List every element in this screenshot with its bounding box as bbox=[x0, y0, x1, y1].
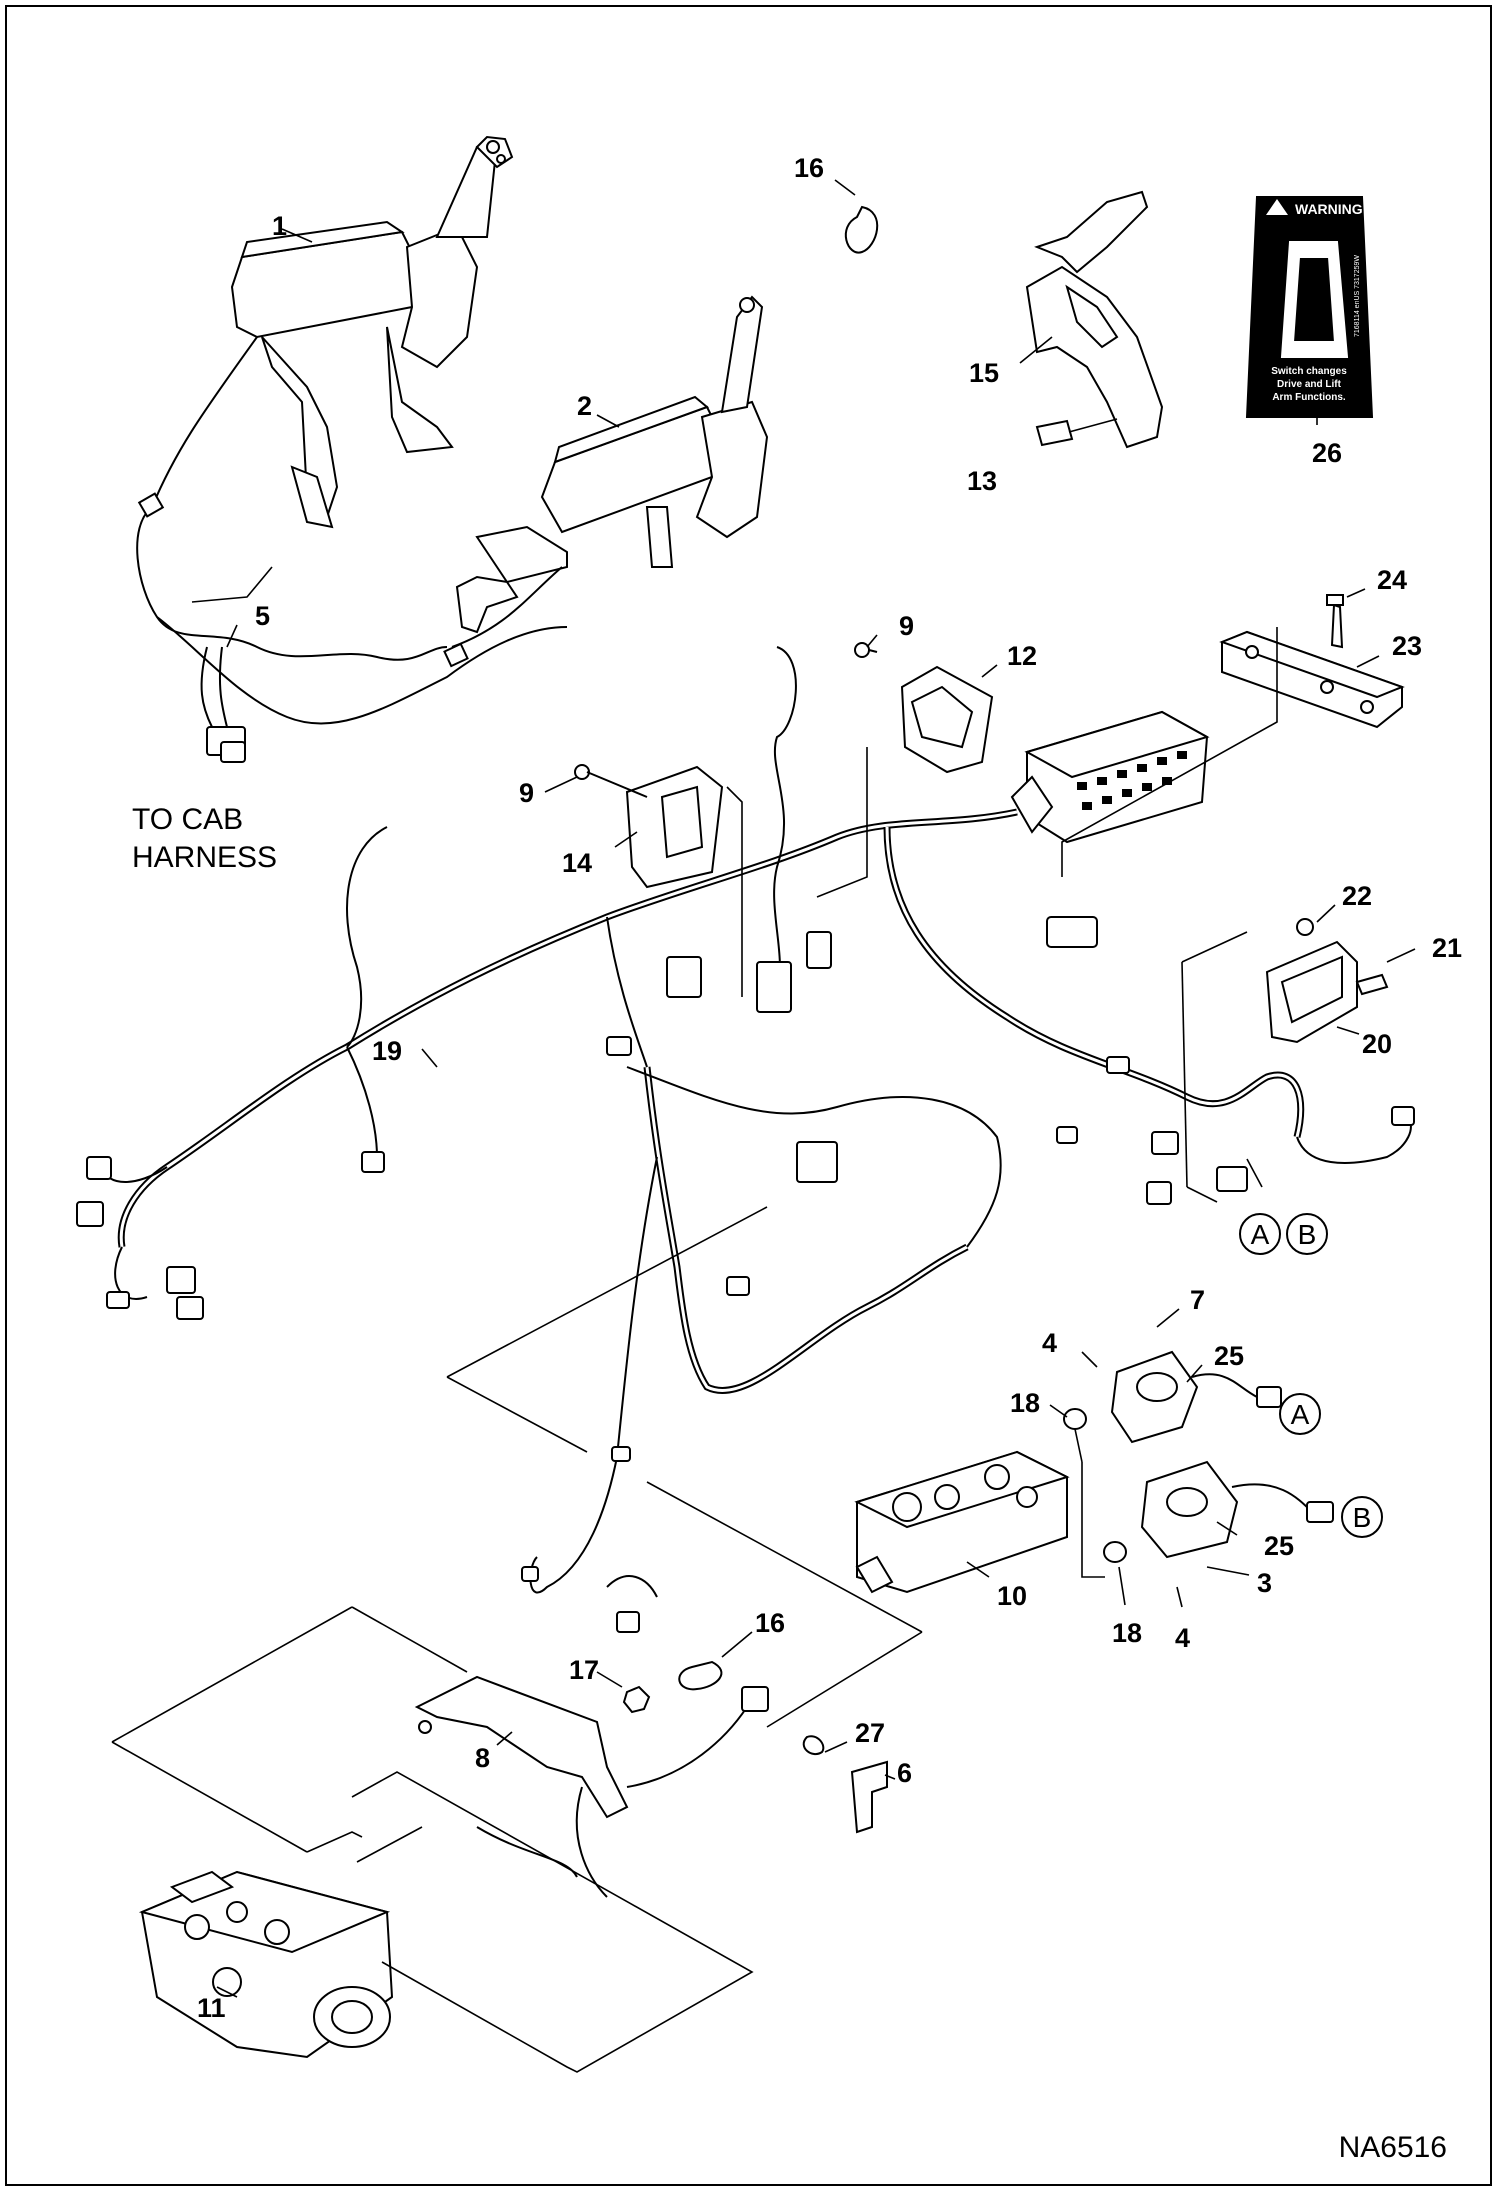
callout-9-upper: 9 bbox=[899, 611, 914, 641]
rocker-switch bbox=[1035, 418, 1118, 447]
decal-side-text: 7168114 enUS 7317259W bbox=[1354, 255, 1361, 337]
solenoid-coil-upper bbox=[1110, 1350, 1282, 1444]
fuse-cover bbox=[1219, 594, 1405, 729]
callout-20: 20 bbox=[1362, 1029, 1392, 1059]
control-module-12 bbox=[854, 642, 994, 774]
callout-1: 1 bbox=[272, 211, 287, 241]
callout-2: 2 bbox=[577, 391, 592, 421]
ref-a-upper: A bbox=[1251, 1219, 1270, 1250]
ref-b-lower: B bbox=[1353, 1502, 1372, 1533]
ref-a-lower: A bbox=[1291, 1399, 1310, 1430]
note-to-cab-line-2: HARNESS bbox=[132, 841, 277, 874]
callout-7: 7 bbox=[1190, 1285, 1205, 1315]
tie-strap-top bbox=[844, 205, 879, 254]
callout-leaders bbox=[191, 179, 1416, 1998]
callout-18-upper: 18 bbox=[1010, 1388, 1040, 1418]
callout-24: 24 bbox=[1377, 565, 1407, 595]
group-outlines bbox=[111, 627, 1278, 2073]
control-module-14 bbox=[574, 764, 724, 889]
callout-6: 6 bbox=[897, 1758, 912, 1788]
callout-13: 13 bbox=[967, 466, 997, 496]
callout-16-bottom: 16 bbox=[755, 1608, 785, 1638]
callout-18-lower: 18 bbox=[1112, 1618, 1142, 1648]
callout-3: 3 bbox=[1257, 1568, 1272, 1598]
hydrostatic-pump bbox=[138, 1870, 394, 2059]
callout-12: 12 bbox=[1007, 641, 1037, 671]
decal-heading: WARNING bbox=[1295, 201, 1363, 217]
solenoid-coil-lower bbox=[1140, 1460, 1334, 1559]
control-valve bbox=[854, 1450, 1070, 1594]
joystick-harness bbox=[136, 336, 568, 763]
callout-17: 17 bbox=[569, 1655, 599, 1685]
callout-8: 8 bbox=[475, 1743, 490, 1773]
warning-decal: WARNING Switch changes Drive and Lift Ar… bbox=[1245, 196, 1374, 418]
callout-21: 21 bbox=[1432, 933, 1462, 963]
parts-diagram: WARNING Switch changes Drive and Lift Ar… bbox=[5, 5, 1492, 2186]
main-harness bbox=[76, 646, 1415, 1633]
callout-25-lower: 25 bbox=[1264, 1531, 1294, 1561]
callout-5: 5 bbox=[255, 601, 270, 631]
callout-26: 26 bbox=[1312, 438, 1342, 468]
decal-line-2: Drive and Lift bbox=[1277, 379, 1342, 390]
callout-19: 19 bbox=[372, 1036, 402, 1066]
switch-panel bbox=[1025, 190, 1164, 449]
tie-strap-bottom bbox=[678, 1660, 723, 1691]
callout-9-lower: 9 bbox=[519, 778, 534, 808]
small-bracket-6 bbox=[802, 1735, 888, 1834]
pump-harness bbox=[414, 1675, 769, 1898]
diagram-art: WARNING Switch changes Drive and Lift Ar… bbox=[76, 135, 1462, 2164]
decal-line-1: Switch changes bbox=[1271, 366, 1347, 377]
left-joystick-control bbox=[230, 135, 514, 529]
callout-4-upper: 4 bbox=[1042, 1328, 1057, 1358]
callout-numbers: 1 2 3 4 4 5 6 7 8 9 9 10 11 12 13 14 15 … bbox=[197, 153, 1462, 2023]
callout-15: 15 bbox=[969, 358, 999, 388]
ref-b-upper: B bbox=[1298, 1219, 1317, 1250]
callout-4-lower: 4 bbox=[1175, 1623, 1190, 1653]
callout-25-upper: 25 bbox=[1214, 1341, 1244, 1371]
decal-line-3: Arm Functions. bbox=[1272, 392, 1346, 403]
callout-22: 22 bbox=[1342, 881, 1372, 911]
figure-id: NA6516 bbox=[1339, 2131, 1447, 2164]
callout-14: 14 bbox=[562, 848, 592, 878]
right-joystick-control bbox=[455, 295, 769, 634]
connection-ref-circles: A B A B bbox=[1239, 1213, 1383, 1538]
callout-11: 11 bbox=[197, 1993, 226, 2023]
fuse-relay-box bbox=[1010, 710, 1210, 844]
mounting-bracket bbox=[1265, 918, 1389, 1044]
callout-27: 27 bbox=[855, 1718, 885, 1748]
note-to-cab-line-1: TO CAB bbox=[132, 803, 243, 836]
o-rings bbox=[1063, 1408, 1127, 1563]
callout-23: 23 bbox=[1392, 631, 1422, 661]
nut-17 bbox=[622, 1685, 651, 1714]
callout-10: 10 bbox=[997, 1581, 1027, 1611]
callout-16-top: 16 bbox=[794, 153, 824, 183]
